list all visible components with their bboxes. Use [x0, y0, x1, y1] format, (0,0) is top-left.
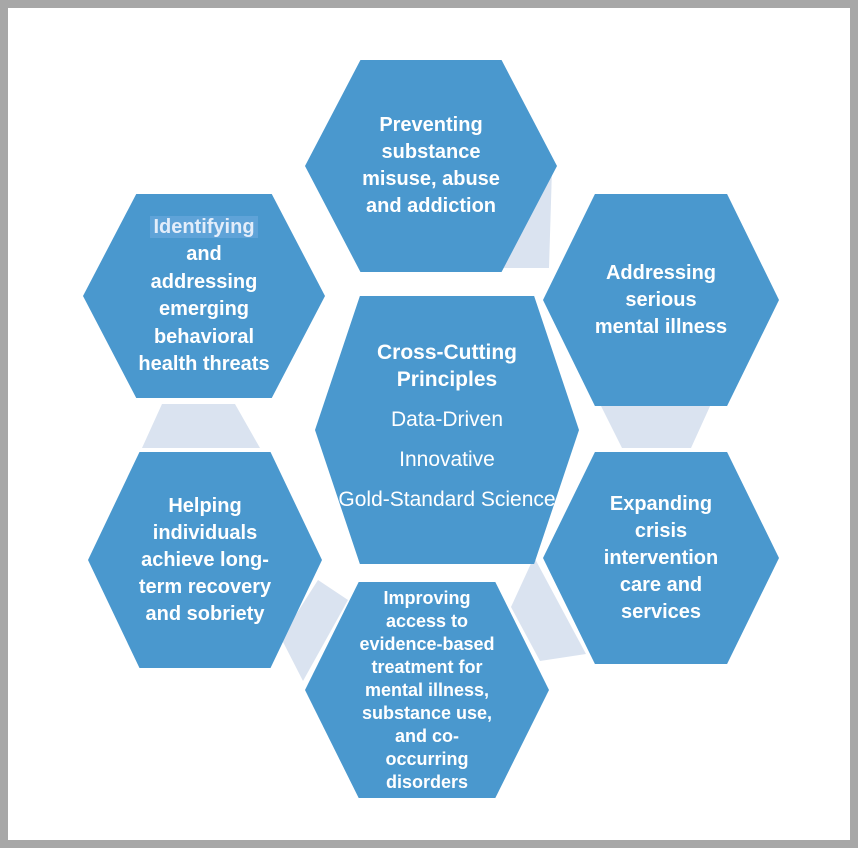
center-item-data-driven: Data-Driven — [390, 408, 504, 431]
connector-bottom-to-bottomleft — [281, 580, 348, 681]
center-item-gold-standard-science: Gold-Standard Science — [338, 488, 556, 511]
center-title: Cross-Cutting Principles — [377, 341, 517, 391]
hexagon-cross-cutting-principles: Cross-Cutting Principles Data-Driven Inn… — [315, 296, 579, 564]
center-item-innovative: Innovative — [399, 448, 495, 471]
center-hexagon-label: Cross-Cutting Principles Data-Driven Inn… — [338, 339, 556, 513]
connector-bottomright-to-bottom — [511, 557, 586, 661]
selected-text-highlight: Identifying — [150, 215, 258, 238]
connector-bottomleft-to-topleft — [142, 404, 260, 448]
connector-topright-to-bottomright — [600, 404, 711, 448]
